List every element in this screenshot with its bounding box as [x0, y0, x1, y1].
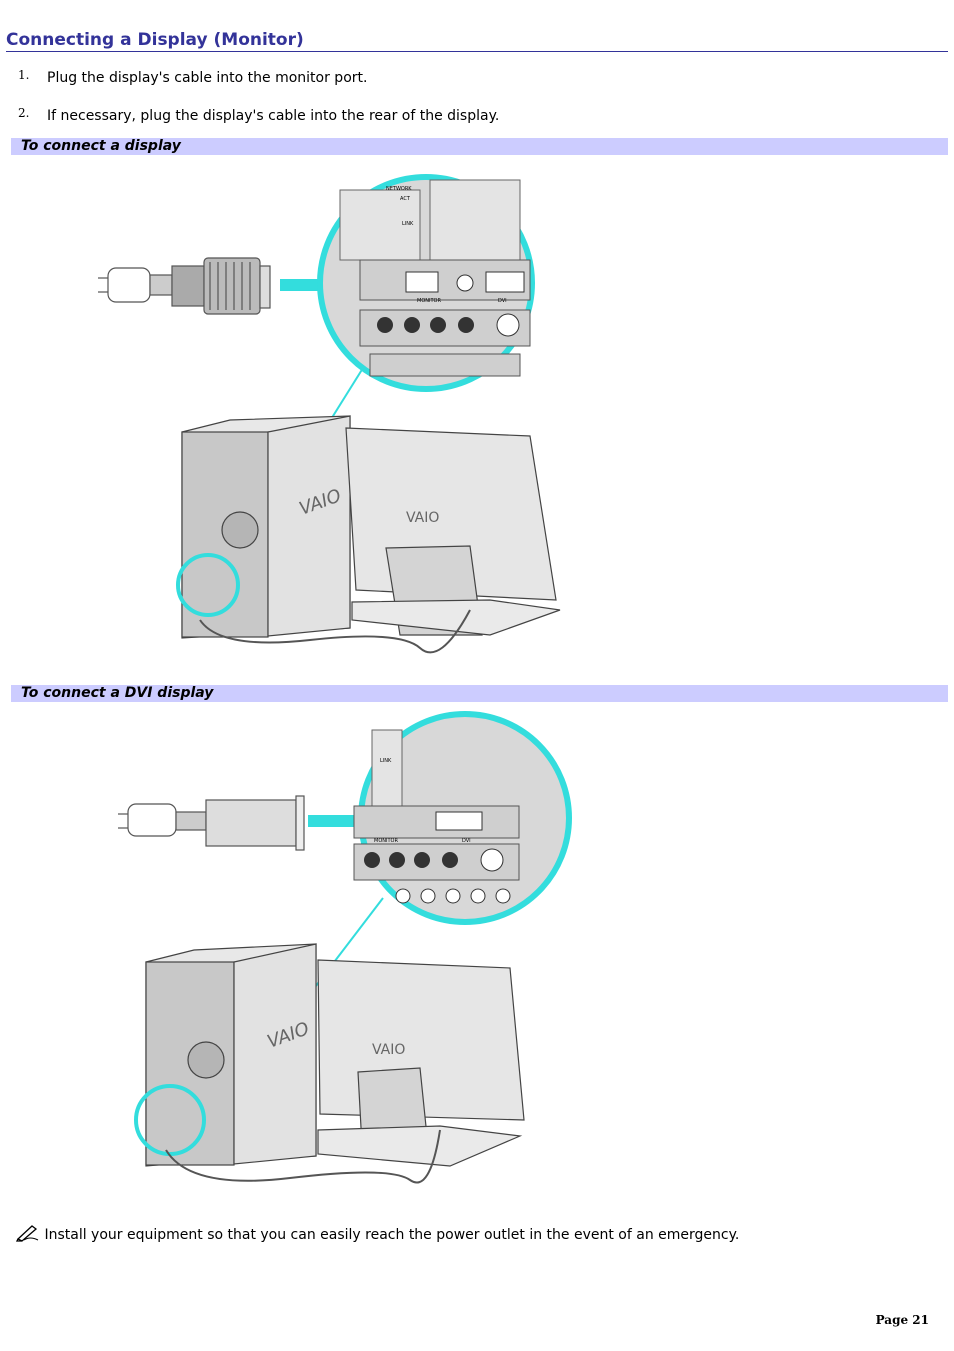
port-label: ACT — [400, 196, 411, 202]
port-label: DVI — [462, 838, 471, 844]
port-label: MONITOR — [417, 298, 441, 304]
vaio-logo: VAIO — [372, 1042, 405, 1058]
step-text: If necessary, plug the display's cable i… — [47, 108, 500, 124]
port-label: MONITOR — [374, 838, 398, 844]
section-heading-text: To connect a display — [21, 138, 181, 154]
section-heading-connect-dvi-display: To connect a DVI display — [11, 685, 948, 702]
page-number: Page 21 — [875, 1313, 929, 1327]
port-label: LINK — [402, 221, 414, 227]
dvi-cable-connector — [118, 795, 305, 851]
section-heading-text: To connect a DVI display — [21, 685, 214, 701]
vaio-logo: VAIO — [406, 510, 439, 526]
safety-note: Install your equipment so that you can e… — [16, 1224, 739, 1245]
port-label: LINK — [380, 758, 392, 764]
step-number: 1. — [18, 68, 30, 82]
step-text: Plug the display's cable into the monito… — [47, 70, 368, 86]
vga-cable-connector — [98, 257, 271, 315]
note-pencil-icon — [16, 1225, 39, 1242]
port-magnifier: MONITOR DVI NETWORK ACT LINK — [317, 174, 535, 392]
step-2: 2. If necessary, plug the display's cabl… — [0, 106, 940, 126]
lcd-monitor: VAIO — [317, 959, 525, 1167]
lcd-monitor: VAIO — [345, 427, 561, 636]
computer-tower: VAIO — [181, 415, 351, 639]
dvi-connection-illustration: LINK MONITOR DVI VAIO VAIO — [118, 711, 572, 1184]
note-text: Install your equipment so that you can e… — [44, 1227, 740, 1243]
section-heading-connect-display: To connect a display — [11, 138, 948, 155]
port-label: DVI — [498, 298, 507, 304]
vga-connection-illustration: MONITOR DVI NETWORK ACT LINK VAIO VAIO — [98, 174, 561, 654]
step-number: 2. — [18, 106, 30, 120]
port-label: NETWORK — [386, 186, 412, 192]
computer-tower: VAIO — [145, 943, 317, 1167]
port-magnifier: LINK MONITOR DVI — [353, 711, 572, 925]
page-title: Connecting a Display (Monitor) — [6, 30, 948, 52]
step-1: 1. Plug the display's cable into the mon… — [0, 68, 940, 88]
